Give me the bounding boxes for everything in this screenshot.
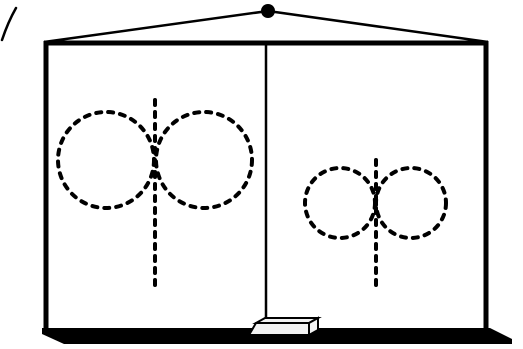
roof-right-slope: [268, 11, 488, 42]
roof-apex-dot: [261, 4, 275, 18]
left-chamber-circle-right: [156, 112, 252, 208]
floor-block-front: [249, 323, 309, 335]
corner-stroke: [2, 8, 16, 40]
left-chamber-circle-left: [58, 112, 154, 208]
roof: [44, 4, 488, 42]
right-chamber-figure: [305, 160, 446, 288]
right-chamber-circle-left: [305, 168, 375, 238]
box-frame: [42, 41, 512, 344]
floor-block: [249, 318, 318, 335]
right-chamber-circle-right: [376, 168, 446, 238]
left-chamber-figure: [58, 100, 252, 288]
roof-left-slope: [44, 11, 268, 42]
